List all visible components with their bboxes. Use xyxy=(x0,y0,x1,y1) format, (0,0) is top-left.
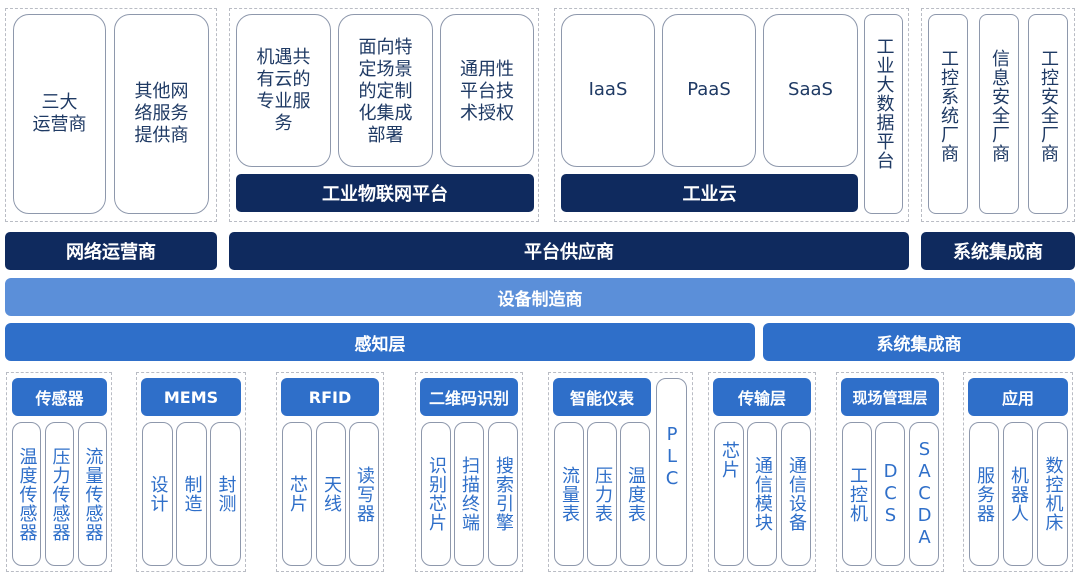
qr-item-1: 识别芯片 xyxy=(421,422,451,566)
iot-card-1: 机遇共 有云的 专业服 务 xyxy=(236,14,331,167)
field-group xyxy=(836,372,944,572)
iot-card-2: 面向特 定场景 的定制 化集成 部署 xyxy=(338,14,433,167)
plc-card: PLC xyxy=(656,378,687,566)
rfid-group xyxy=(276,372,384,572)
network-group xyxy=(5,8,217,222)
transport-item-2: 通信模块 xyxy=(747,422,777,566)
app-item-3: 数控机床 xyxy=(1037,422,1068,566)
transport-header: 传输层 xyxy=(713,378,811,416)
network-card-2: 其他网 络服务 提供商 xyxy=(114,14,209,214)
transport-item-1: 芯片 xyxy=(714,422,744,566)
sensor-group xyxy=(6,372,112,572)
app-item-1: 服务器 xyxy=(969,422,999,566)
iot-platform-label: 工业物联网平台 xyxy=(236,174,534,212)
security-group xyxy=(921,8,1075,222)
app-group xyxy=(963,372,1073,572)
cloud-iaas: IaaS xyxy=(561,14,655,167)
sensor-item-1: 温度传感器 xyxy=(12,422,41,566)
layer-system-integrator-top: 系统集成商 xyxy=(921,232,1075,270)
mems-item-3: 封测 xyxy=(210,422,241,566)
layer-perception: 感知层 xyxy=(5,323,755,361)
sensor-item-2: 压力传感器 xyxy=(45,422,74,566)
qr-group xyxy=(415,372,523,572)
mems-item-1: 设计 xyxy=(142,422,173,566)
cloud-group xyxy=(554,8,909,222)
bigdata-platform: 工业大数据平台 xyxy=(864,14,903,214)
field-item-2: DCS xyxy=(875,422,905,566)
meter-item-2: 压力表 xyxy=(587,422,617,566)
sensor-header: 传感器 xyxy=(12,378,107,416)
rfid-item-2: 天线 xyxy=(316,422,346,566)
mems-group xyxy=(136,372,246,572)
layer-network-operator: 网络运营商 xyxy=(5,232,217,270)
meter-group xyxy=(548,372,693,572)
rfid-item-1: 芯片 xyxy=(282,422,312,566)
cloud-saas: SaaS xyxy=(763,14,858,167)
meter-item-3: 温度表 xyxy=(620,422,650,566)
app-item-2: 机器人 xyxy=(1003,422,1033,566)
security-vendor-3: 工控安全厂商 xyxy=(1028,14,1068,214)
field-header: 现场管理层 xyxy=(841,378,939,416)
meter-item-1: 流量表 xyxy=(554,422,584,566)
layer-platform-supplier: 平台供应商 xyxy=(229,232,909,270)
layer-system-integrator-mid: 系统集成商 xyxy=(763,323,1075,361)
transport-item-3: 通信设备 xyxy=(781,422,811,566)
iot-card-3: 通用性 平台技 术授权 xyxy=(440,14,534,167)
qr-header: 二维码识别 xyxy=(420,378,518,416)
security-vendor-1: 工控系统厂商 xyxy=(928,14,968,214)
field-item-3: SACDA xyxy=(909,422,939,566)
transport-group xyxy=(708,372,816,572)
sensor-item-3: 流量传感器 xyxy=(78,422,107,566)
rfid-header: RFID xyxy=(281,378,379,416)
layer-device-maker: 设备制造商 xyxy=(5,278,1075,316)
security-vendor-2: 信息安全厂商 xyxy=(979,14,1019,214)
mems-header: MEMS xyxy=(141,378,241,416)
qr-item-2: 扫描终端 xyxy=(454,422,484,566)
cloud-paas: PaaS xyxy=(662,14,756,167)
network-card-1: 三大 运营商 xyxy=(13,14,106,214)
industrial-cloud-label: 工业云 xyxy=(561,174,858,212)
iot-group xyxy=(229,8,539,222)
meter-header: 智能仪表 xyxy=(553,378,651,416)
qr-item-3: 搜索引擎 xyxy=(488,422,518,566)
rfid-item-3: 读写器 xyxy=(349,422,379,566)
app-header: 应用 xyxy=(968,378,1068,416)
mems-item-2: 制造 xyxy=(176,422,207,566)
field-item-1: 工控机 xyxy=(842,422,872,566)
